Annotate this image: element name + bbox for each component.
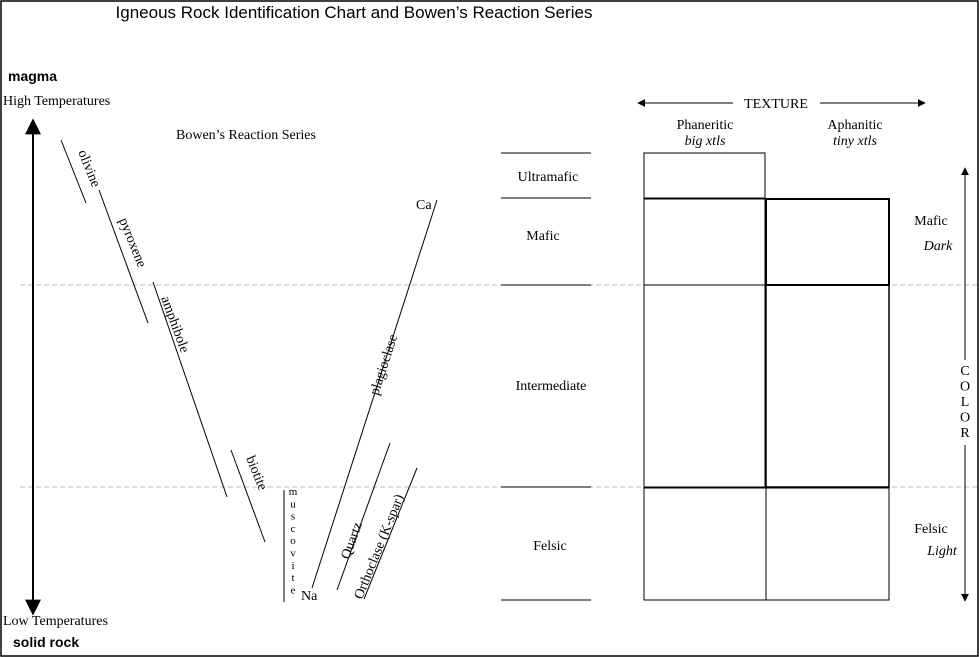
grid-cell-mafic-aphanitic [765, 198, 890, 286]
color-letters-letter: C [960, 364, 969, 379]
biotite-line [230, 449, 266, 543]
phaneritic-label: Phaneritic [677, 118, 734, 133]
olivine-line [60, 139, 87, 204]
grid-cell-felsic-aphanitic [765, 487, 890, 601]
musc-letters-letter: m [289, 486, 298, 498]
aphanitic-label: Aphanitic [827, 118, 882, 133]
pyroxene-label: pyroxene [115, 216, 148, 270]
musc-letters-letter: s [291, 511, 295, 523]
light-label: Light [926, 544, 958, 559]
color-letters-letter: O [960, 411, 970, 426]
amphibole-label: amphibole [157, 294, 191, 355]
intermediate-label: Intermediate [516, 379, 587, 394]
grid-cell-mafic-phaneritic [643, 198, 766, 286]
quartz-line [336, 442, 391, 591]
color-letters-letter: R [960, 426, 970, 441]
musc-letters-letter: i [291, 560, 294, 572]
musc-letters-letter: u [290, 498, 296, 510]
magma-label: magma [8, 68, 57, 84]
low-temperatures-label: Low Temperatures [3, 614, 108, 629]
musc-letters-letter: t [291, 572, 294, 584]
color-letters-letter: L [961, 395, 970, 410]
rock-grid [643, 152, 890, 601]
plagioclase-line [311, 199, 438, 589]
pyroxene-line [98, 189, 149, 324]
musc-letters-letter: o [290, 535, 296, 547]
calcium-label: Ca [416, 198, 432, 213]
high-temperatures-label: High Temperatures [3, 94, 110, 109]
musc-letters-letter: v [290, 548, 296, 560]
felsic-color-label: Felsic [914, 522, 947, 537]
musc-letters-letter: e [291, 584, 296, 596]
phaneritic-note: big xtls [685, 134, 726, 149]
felsic-composition-label: Felsic [533, 539, 566, 554]
grid-cell-intermediate-aphanitic [765, 284, 890, 488]
dark-label: Dark [923, 239, 954, 254]
orthoclase-line [363, 467, 418, 600]
orthoclase-label: Orthoclase (K-spar) [352, 492, 408, 601]
sodium-label: Na [301, 589, 318, 604]
texture-heading: TEXTURE [744, 97, 808, 112]
chart-title: Igneous Rock Identification Chart and Bo… [116, 3, 593, 22]
musc-letters-letter: c [291, 523, 296, 535]
grid-cell-felsic-phaneritic [643, 487, 767, 601]
bowen-heading: Bowen’s Reaction Series [176, 128, 316, 143]
ultramafic-label: Ultramafic [518, 170, 579, 185]
grid-cell-intermediate-phaneritic [643, 284, 766, 488]
mafic-color-label: Mafic [914, 214, 947, 229]
aphanitic-note: tiny xtls [833, 134, 877, 149]
solid-rock-label: solid rock [13, 634, 79, 650]
amphibole-line [152, 281, 228, 498]
quartz-label: Quartz [339, 520, 366, 561]
mafic-composition-label: Mafic [526, 229, 559, 244]
color-letters-letter: O [960, 380, 970, 395]
plagioclase-label: plagioclase [368, 333, 402, 398]
grid-cell-ultramafic-phaneritic [643, 152, 766, 199]
